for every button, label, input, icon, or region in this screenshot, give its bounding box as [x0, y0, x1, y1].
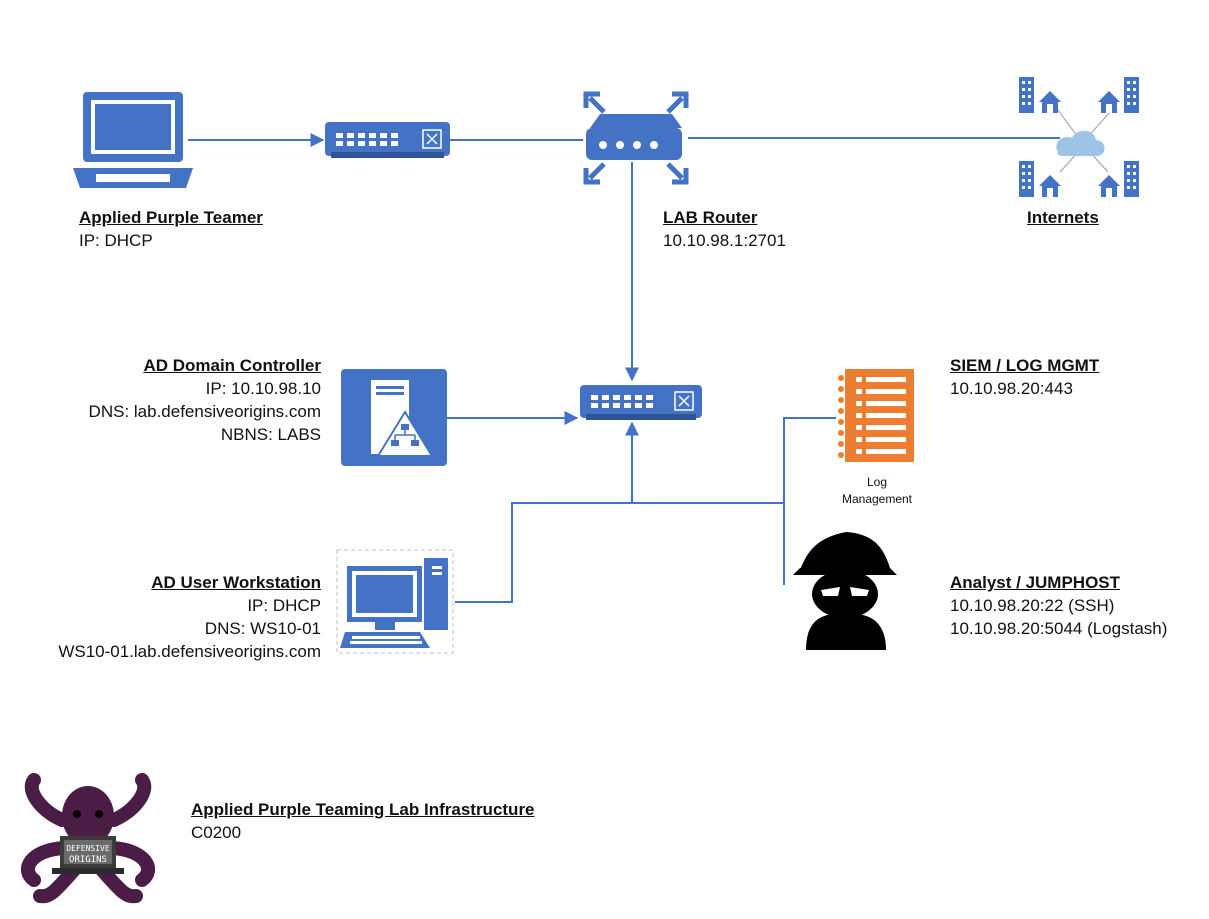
node-title: Internets [1027, 208, 1099, 227]
node-detail: IP: DHCP [247, 596, 321, 615]
caption-line: Management [841, 492, 913, 506]
node-label-analyst: Analyst / JUMPHOST 10.10.98.20:22 (SSH) … [950, 571, 1167, 640]
node-title: Analyst / JUMPHOST [950, 573, 1121, 592]
house-icon [1039, 175, 1061, 197]
cloud-icon [1056, 130, 1105, 156]
node-detail: IP: 10.10.98.10 [205, 379, 321, 398]
diagram-code: C0200 [191, 823, 242, 842]
diagram-title: Applied Purple Teaming Lab Infrastructur… [191, 800, 535, 819]
node-label-siem: SIEM / LOG MGMT 10.10.98.20:443 [950, 354, 1099, 400]
internet-cluster [1019, 77, 1139, 197]
node-detail: NBNS: LABS [220, 425, 321, 444]
octopus-logo [21, 773, 155, 904]
switch-icon [580, 385, 702, 420]
node-detail: 10.10.98.20:443 [950, 379, 1073, 398]
node-label-dc: AD Domain Controller IP: 10.10.98.10 DNS… [89, 354, 321, 446]
connection-lines [188, 133, 1060, 603]
node-label-workstation: AD User Workstation IP: DHCP DNS: WS10-0… [58, 571, 321, 663]
logo-text-line2: ORIGINS [69, 855, 107, 865]
link-workstation-lanswitch [455, 502, 632, 603]
building-icon [1124, 161, 1139, 197]
logo-text-line1: DEFENSIVE [66, 844, 110, 853]
node-detail: WS10-01.lab.defensiveorigins.com [58, 642, 321, 661]
document-log-icon [838, 369, 914, 462]
node-detail: 10.10.98.1:2701 [663, 231, 786, 250]
node-title: AD User Workstation [151, 573, 321, 592]
house-icon [1039, 91, 1061, 113]
switch-icon [325, 122, 450, 158]
node-detail: 10.10.98.20:22 (SSH) [950, 596, 1115, 615]
node-title: LAB Router [663, 208, 758, 227]
laptop-icon [73, 92, 193, 188]
footer-caption: Applied Purple Teaming Lab Infrastructur… [191, 798, 535, 844]
house-icon [1098, 175, 1120, 197]
node-detail: IP: DHCP [79, 231, 153, 250]
spy-icon [793, 532, 897, 650]
link-siem-analyst-trunk [632, 417, 836, 504]
node-title: AD Domain Controller [143, 356, 321, 375]
desktop-computer-icon [336, 549, 454, 654]
node-title: Applied Purple Teamer [79, 208, 263, 227]
server-icon [341, 369, 447, 466]
building-icon [1019, 77, 1034, 113]
node-detail: DNS: WS10-01 [204, 619, 321, 638]
node-title: SIEM / LOG MGMT [950, 356, 1100, 375]
node-detail: 10.10.98.20:5044 (Logstash) [950, 619, 1168, 638]
node-label-attacker: Applied Purple Teamer IP: DHCP [79, 206, 263, 252]
caption-line: Log [866, 475, 888, 489]
node-detail: DNS: lab.defensiveorigins.com [88, 402, 321, 421]
log-management-caption: Log Management [832, 474, 922, 508]
building-icon [1019, 161, 1034, 197]
node-label-internet: Internets [1027, 206, 1099, 229]
house-icon [1098, 91, 1120, 113]
router-icon [583, 91, 689, 185]
node-label-router: LAB Router 10.10.98.1:2701 [663, 206, 786, 252]
building-icon [1124, 77, 1139, 113]
